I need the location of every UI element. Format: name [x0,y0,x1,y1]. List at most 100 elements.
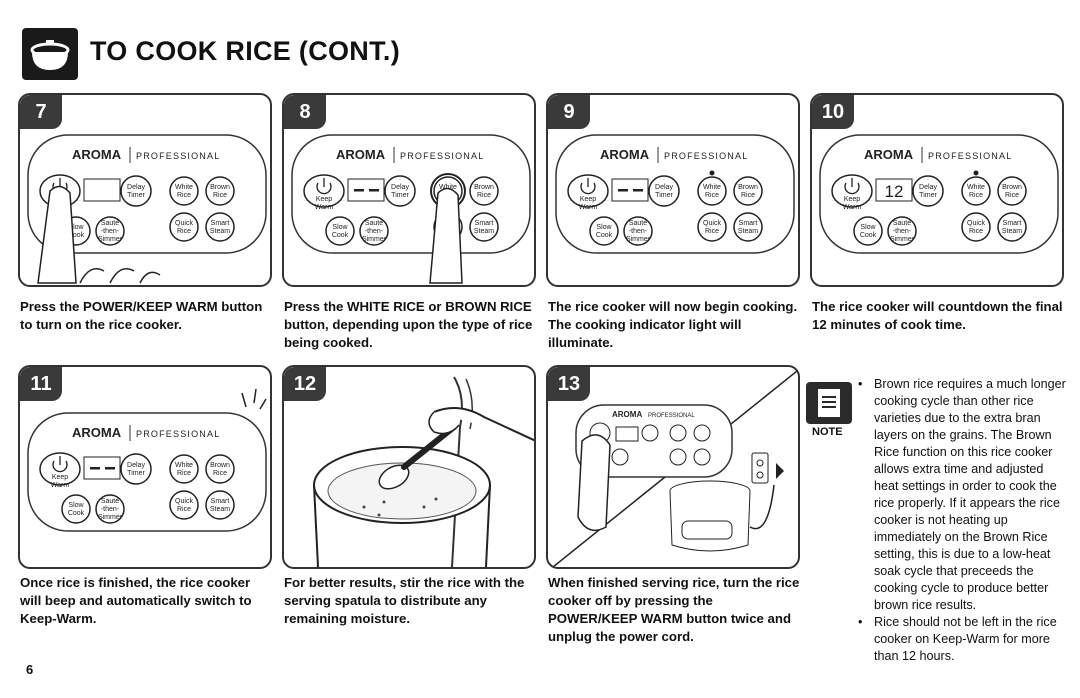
display-dash [354,189,364,192]
delay-timer-button [384,175,416,207]
brand-logo: AROMA [72,425,122,440]
beep-lines [241,388,267,410]
saute-simmer-button [623,216,653,246]
saute-simmer-button-label: Simmer [626,236,651,243]
finger-pressing [37,185,77,284]
delay-timer-button-label: Timer [127,470,145,477]
step-11-caption: Once rice is finished, the rice cooker w… [20,575,252,626]
smart-steam-button [733,212,763,242]
step-12-badge: 12 [284,367,326,401]
saute-simmer-button-label: -then- [629,228,648,235]
power-icon [52,456,68,473]
step-10-caption: The rice cooker will countdown the final… [812,299,1063,332]
keep-warm-label: Warm [843,204,862,211]
delay-timer-button-label: Delay [391,184,409,191]
brand-sub: PROFESSIONAL [928,151,1012,161]
quick-rice-button-label: Quick [175,220,193,227]
saute-simmer-button [95,494,125,524]
power-keep-warm-button [831,174,873,208]
white-rice-button-label: Rice [969,192,983,199]
countdown-display: 12 [885,182,904,201]
note-item: Brown rice requires a much longer cookin… [858,376,1070,614]
quick-rice-button [169,490,199,520]
saute-simmer-button-label: Sauté [893,220,911,227]
brand-logo: AROMA [612,410,642,419]
keep-warm-label: Warm [315,204,334,211]
delay-timer-button [120,453,152,485]
page-title: TO COOK RICE (CONT.) [90,36,401,66]
slow-cook-button [853,216,883,246]
display-dash [105,467,115,470]
display-dash [90,467,100,470]
brand-sub: PROFESSIONAL [664,151,748,161]
quick-rice-button [961,212,991,242]
delay-timer-button-label: Timer [391,192,409,199]
smart-steam-button-label: Steam [210,506,230,513]
power-keep-warm-button [567,174,609,208]
note-document-icon [806,382,852,424]
white-rice-button-label: White [967,184,985,191]
note-list: Brown rice requires a much longer cookin… [858,376,1070,665]
step-10-badge: 10 [812,95,854,129]
display [83,178,121,202]
display-dash [633,189,643,192]
slow-cook-button [589,216,619,246]
step-9-caption: The rice cooker will now begin cooking. … [548,299,798,350]
saute-simmer-button-label: Sauté [101,498,119,505]
step-11-badge: 11 [20,367,62,401]
white-rice-button-label: White [703,184,721,191]
smart-steam-button [997,212,1027,242]
delay-timer-button-label: Timer [127,192,145,199]
smart-steam-button [205,212,235,242]
smart-steam-button [205,490,235,520]
display [875,178,913,202]
saute-simmer-button-label: -then- [101,506,120,513]
quick-rice-button-label: Quick [175,498,193,505]
brand-logo: AROMA [864,147,914,162]
saute-simmer-button-label: Simmer [98,514,123,521]
slow-cook-button-label: Cook [596,232,613,239]
step-12-caption: For better results, stir the rice with t… [284,575,525,626]
brand-sub: PROFESSIONAL [136,151,220,161]
delay-timer-button-label: Delay [655,184,673,191]
delay-timer-button-label: Timer [655,192,673,199]
smart-steam-button-label: Steam [738,228,758,235]
slow-cook-button-label: Cook [332,232,349,239]
step-13-badge: 13 [548,367,590,401]
quick-rice-button-label: Quick [703,220,721,227]
step-12-panel: 12 [282,365,536,569]
brown-rice-button-label: Rice [477,192,491,199]
step-8-badge: 8 [284,95,326,129]
saute-simmer-button [887,216,917,246]
saute-simmer-button-label: Sauté [101,220,119,227]
brown-rice-button-label: Rice [213,192,227,199]
saute-simmer-button-label: -then- [365,228,384,235]
brown-rice-button-label: Rice [213,470,227,477]
white-rice-button [697,176,727,206]
quick-rice-button-label: Rice [177,506,191,513]
keep-warm-label: Warm [51,482,70,489]
brown-rice-button-label: Brown [474,184,494,191]
quick-rice-button [169,212,199,242]
brand-logo: AROMA [336,147,386,162]
brand-logo: AROMA [600,147,650,162]
quick-rice-button-label: Rice [705,228,719,235]
delay-timer-button [912,175,944,207]
power-keep-warm-button [39,452,81,486]
display [611,178,649,202]
white-rice-button-label: White [175,184,193,191]
slow-cook-button-label: Slow [68,224,84,231]
slow-cook-button [325,216,355,246]
white-rice-button-label: Rice [177,470,191,477]
keep-warm-label: Keep [316,196,332,203]
delay-timer-button [648,175,680,207]
brand-sub: PROFESSIONAL [136,429,220,439]
note-label: NOTE [812,426,843,438]
power-icon [316,178,332,195]
brand-sub: PROFESSIONAL [648,413,695,419]
cooking-indicator-light [709,170,715,176]
quick-rice-button [697,212,727,242]
